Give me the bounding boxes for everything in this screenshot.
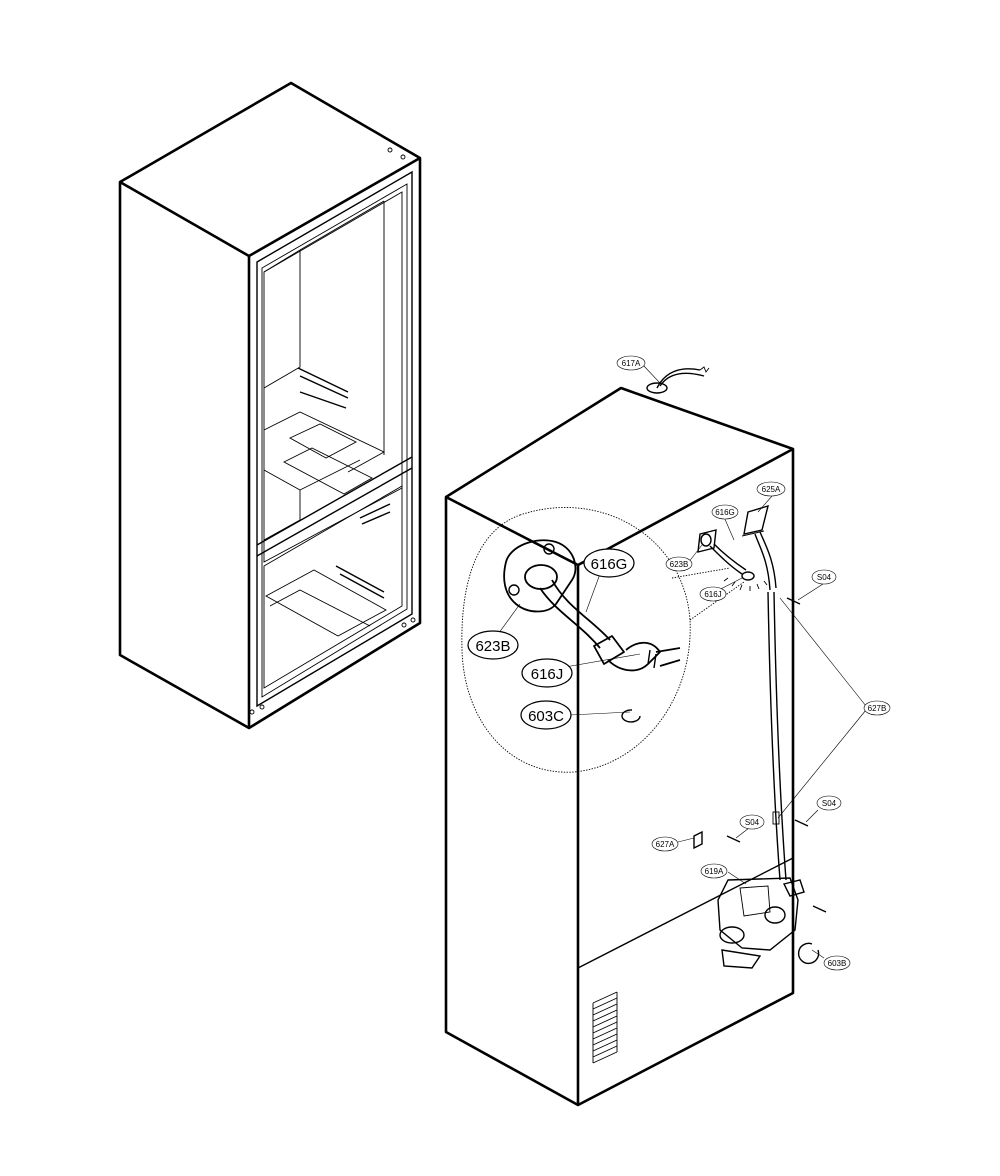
rear-cabinet — [444, 366, 795, 1107]
svg-text:616G: 616G — [715, 508, 735, 517]
svg-text:603C: 603C — [528, 708, 564, 725]
front-cabinet — [118, 81, 422, 730]
svg-text:S04: S04 — [745, 818, 760, 827]
svg-text:616J: 616J — [704, 590, 721, 599]
svg-text:627B: 627B — [868, 704, 887, 713]
svg-text:603B: 603B — [828, 959, 847, 968]
callout-616J-small: 616J — [699, 586, 727, 602]
callout-603B: 603B — [823, 955, 851, 971]
svg-text:623B: 623B — [475, 638, 510, 655]
vent-slots — [592, 991, 618, 1064]
callout-623B-small: 623B — [665, 556, 693, 572]
callout-S04-top: S04 — [811, 569, 837, 585]
svg-text:616G: 616G — [591, 556, 628, 573]
callout-617A: 617A — [616, 355, 646, 371]
callout-623B-large: 623B — [467, 630, 519, 660]
callout-625A: 625A — [756, 481, 786, 497]
svg-text:617A: 617A — [622, 359, 641, 368]
svg-text:627A: 627A — [656, 840, 675, 849]
callout-616J-large: 616J — [521, 658, 573, 688]
callout-627A: 627A — [651, 836, 679, 852]
callout-619A: 619A — [700, 863, 728, 879]
detail-magnifier — [461, 507, 745, 773]
svg-text:S04: S04 — [822, 799, 837, 808]
callout-616G-small: 616G — [711, 504, 739, 520]
dispenser-tube-assembly — [693, 504, 827, 969]
svg-text:619A: 619A — [705, 867, 724, 876]
svg-text:625A: 625A — [762, 485, 781, 494]
svg-text:S04: S04 — [817, 573, 832, 582]
callout-603C-large: 603C — [520, 700, 572, 730]
svg-text:623B: 623B — [670, 560, 689, 569]
callout-616G-large: 616G — [583, 548, 635, 578]
callout-627B: 627B — [863, 700, 891, 716]
callout-S04-right: S04 — [816, 795, 842, 811]
svg-text:616J: 616J — [531, 666, 564, 683]
callout-S04-mid: S04 — [739, 814, 765, 830]
